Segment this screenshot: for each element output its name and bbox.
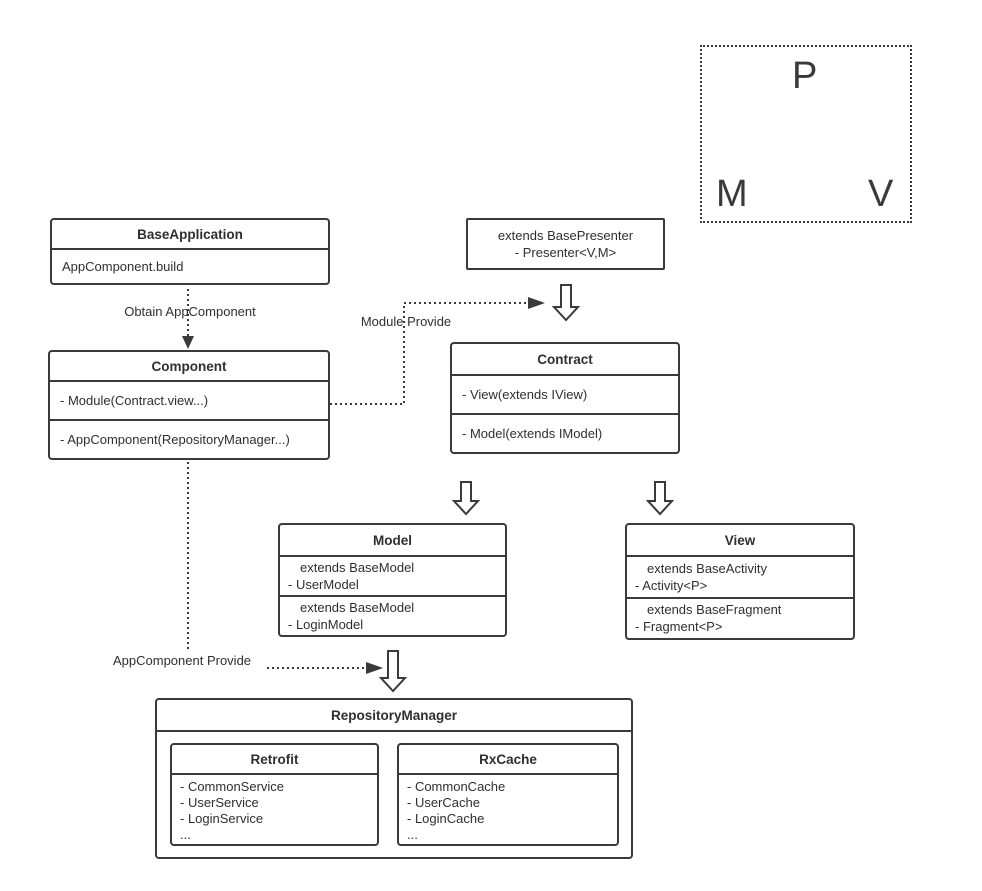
rxcache-cache-list: - CommonCache - UserCache - LoginCache .… [399, 775, 617, 847]
contract-member-model: - Model(extends IModel) [462, 426, 603, 441]
model-loginmodel-extends: extends BaseModel [300, 600, 415, 615]
repository-manager-title: RepositoryManager [157, 700, 631, 732]
retrofit-service-list: - CommonService - UserService - LoginSer… [172, 775, 377, 847]
list-item: - UserCache [407, 795, 480, 810]
repository-manager-box: RepositoryManager Retrofit - CommonServi… [155, 698, 633, 859]
model-usermodel-extends: extends BaseModel [300, 560, 415, 575]
mvp-legend-box: P M V [700, 45, 912, 223]
module-provide-connector [330, 302, 528, 405]
base-application-title: BaseApplication [52, 220, 328, 250]
component-title: Component [50, 352, 328, 382]
rxcache-title: RxCache [399, 745, 617, 775]
module-provide-arrowhead-icon [528, 297, 545, 309]
list-item: - UserService [180, 795, 259, 810]
component-class-box: Component - Module(Contract.view...) - A… [48, 350, 330, 460]
appcomponent-provide-arrowhead-icon [366, 662, 383, 674]
obtain-arrowhead-icon [182, 336, 194, 349]
view-member-activity: extends BaseActivity - Activity<P> [627, 557, 853, 599]
view-title: View [627, 525, 853, 557]
mvp-presenter-label: P [792, 55, 818, 97]
down-arrow-presenter-to-contract-icon [551, 284, 581, 322]
model-usermodel-name: - UserModel [288, 577, 359, 592]
base-application-class-box: BaseApplication AppComponent.build [50, 218, 330, 285]
presenter-note-box: extends BasePresenter - Presenter<V,M> [466, 218, 665, 270]
mvp-model-label: M [716, 173, 748, 215]
repository-manager-body: Retrofit - CommonService - UserService -… [157, 732, 631, 857]
view-activity-extends: extends BaseActivity [647, 560, 767, 576]
list-item: - LoginService [180, 811, 264, 826]
down-arrow-contract-to-view-icon [645, 481, 675, 516]
view-member-fragment: extends BaseFragment - Fragment<P> [627, 599, 853, 639]
down-arrow-contract-to-model-icon [451, 481, 481, 516]
obtain-appcomponent-label: Obtain AppComponent [124, 304, 256, 319]
presenter-note-line1: extends BasePresenter [497, 228, 634, 243]
list-item: - CommonCache [407, 779, 506, 794]
model-member-loginmodel: extends BaseModel - LoginModel [280, 597, 505, 635]
appcomponent-provide-label: AppComponent Provide [113, 653, 252, 668]
list-item: ... [180, 827, 191, 842]
module-provide-label: Module Provide [360, 314, 452, 329]
component-member-appcomponent: - AppComponent(RepositoryManager...) [60, 432, 290, 447]
model-class-box: Model extends BaseModel - UserModel exte… [278, 523, 507, 637]
view-class-box: View extends BaseActivity - Activity<P> … [625, 523, 855, 640]
component-member-module: - Module(Contract.view...) [50, 382, 328, 421]
base-application-member: AppComponent.build [62, 259, 184, 274]
list-item: - LoginCache [407, 811, 485, 826]
retrofit-title: Retrofit [172, 745, 377, 775]
contract-class-box: Contract - View(extends IView) - Model(e… [450, 342, 680, 454]
retrofit-box: Retrofit - CommonService - UserService -… [170, 743, 379, 846]
contract-title: Contract [452, 344, 678, 376]
model-loginmodel-name: - LoginModel [288, 617, 364, 632]
model-title: Model [280, 525, 505, 557]
view-fragment-extends: extends BaseFragment [647, 602, 782, 618]
view-fragment-name: - Fragment<P> [635, 619, 723, 635]
model-member-usermodel: extends BaseModel - UserModel [280, 557, 505, 597]
down-arrow-to-repositorymanager-icon [378, 650, 408, 693]
rxcache-box: RxCache - CommonCache - UserCache - Logi… [397, 743, 619, 846]
list-item: - CommonService [180, 779, 285, 794]
contract-member-view: - View(extends IView) [452, 376, 678, 415]
list-item: ... [407, 827, 418, 842]
view-activity-name: - Activity<P> [635, 577, 708, 593]
presenter-note-line2: - Presenter<V,M> [514, 245, 617, 260]
mvp-view-label: V [868, 173, 894, 215]
